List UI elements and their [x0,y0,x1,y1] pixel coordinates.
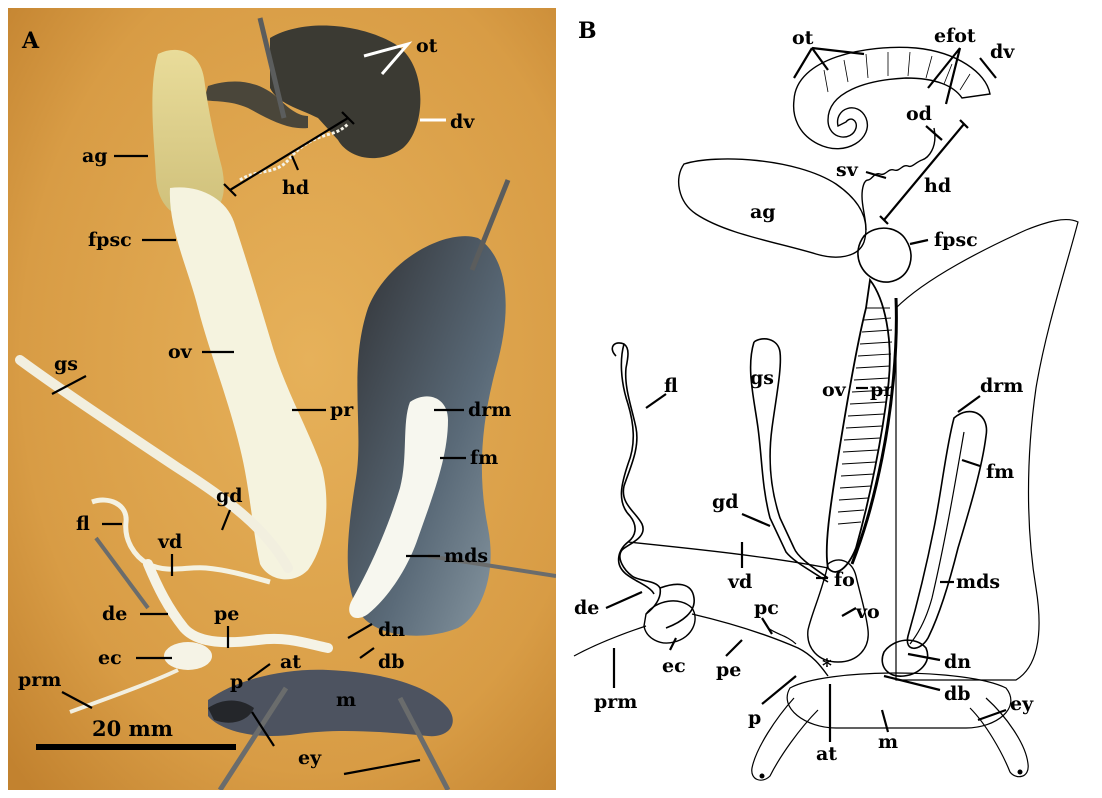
label-fl: fl [664,375,678,397]
label-fm: fm [986,461,1014,483]
label-db: db [944,683,971,705]
label-fl: fl [76,513,90,535]
label-fpsc: fpsc [88,229,132,251]
label-ov: ov [168,341,193,363]
label-dv: dv [990,41,1015,63]
label-prm: prm [594,691,637,713]
label-p: p [230,671,243,693]
label-ec: ec [98,647,122,669]
label-ey: ey [298,747,322,769]
panel-a-letter: A [21,28,40,54]
panel-b-drawing: B [566,8,1096,790]
label-sv: sv [836,159,859,181]
label-pc: pc [754,597,779,619]
label-hd: hd [924,175,951,197]
label-at: at [280,651,301,673]
scale-bar [36,744,236,750]
label-mds: mds [444,545,488,567]
label-ot: ot [792,27,814,49]
label-pe: pe [716,659,741,681]
label-gd: gd [216,485,243,507]
label-gs: gs [750,367,774,389]
label-dv: dv [450,111,475,133]
label-prm: prm [18,669,61,691]
label-efot: efot [934,25,976,47]
label-star: * [822,655,832,677]
label-fo: fo [834,569,855,591]
panel-b-svg: B [566,8,1096,790]
label-dn: dn [944,651,971,673]
ec-tissue [164,642,212,670]
label-ag: ag [750,201,776,223]
label-pr: pr [870,379,894,401]
panel-b-letter: B [578,18,597,44]
scale-bar-label: 20 mm [92,716,173,741]
label-vo: vo [855,601,880,623]
label-drm: drm [980,375,1023,397]
label-ot: ot [416,35,438,57]
label-vd: vd [727,571,752,593]
label-ag: ag [82,145,108,167]
right-eye-dot [1018,770,1023,775]
label-vd: vd [157,531,182,553]
label-fpsc: fpsc [934,229,978,251]
label-pr: pr [330,399,354,421]
label-mds: mds [956,571,1000,593]
label-de: de [574,597,599,619]
label-ov: ov [822,379,847,401]
left-eye-dot [760,774,765,779]
panel-a-svg: A ot dv ag hd fpsc ov gs pr drm fm gd fl… [8,8,556,790]
label-hd: hd [282,177,309,199]
label-gs: gs [54,353,78,375]
label-ey: ey [1010,693,1034,715]
panel-a-photo: A ot dv ag hd fpsc ov gs pr drm fm gd fl… [8,8,556,790]
label-db: db [378,651,405,673]
label-pe: pe [214,603,239,625]
label-gd: gd [712,491,739,513]
label-p: p [748,707,761,729]
label-de: de [102,603,127,625]
label-fm: fm [470,447,498,469]
label-dn: dn [378,619,405,641]
label-ec: ec [662,655,686,677]
label-m: m [878,731,898,753]
label-od: od [906,103,932,125]
label-m: m [336,689,356,711]
label-at: at [816,743,837,765]
label-drm: drm [468,399,511,421]
